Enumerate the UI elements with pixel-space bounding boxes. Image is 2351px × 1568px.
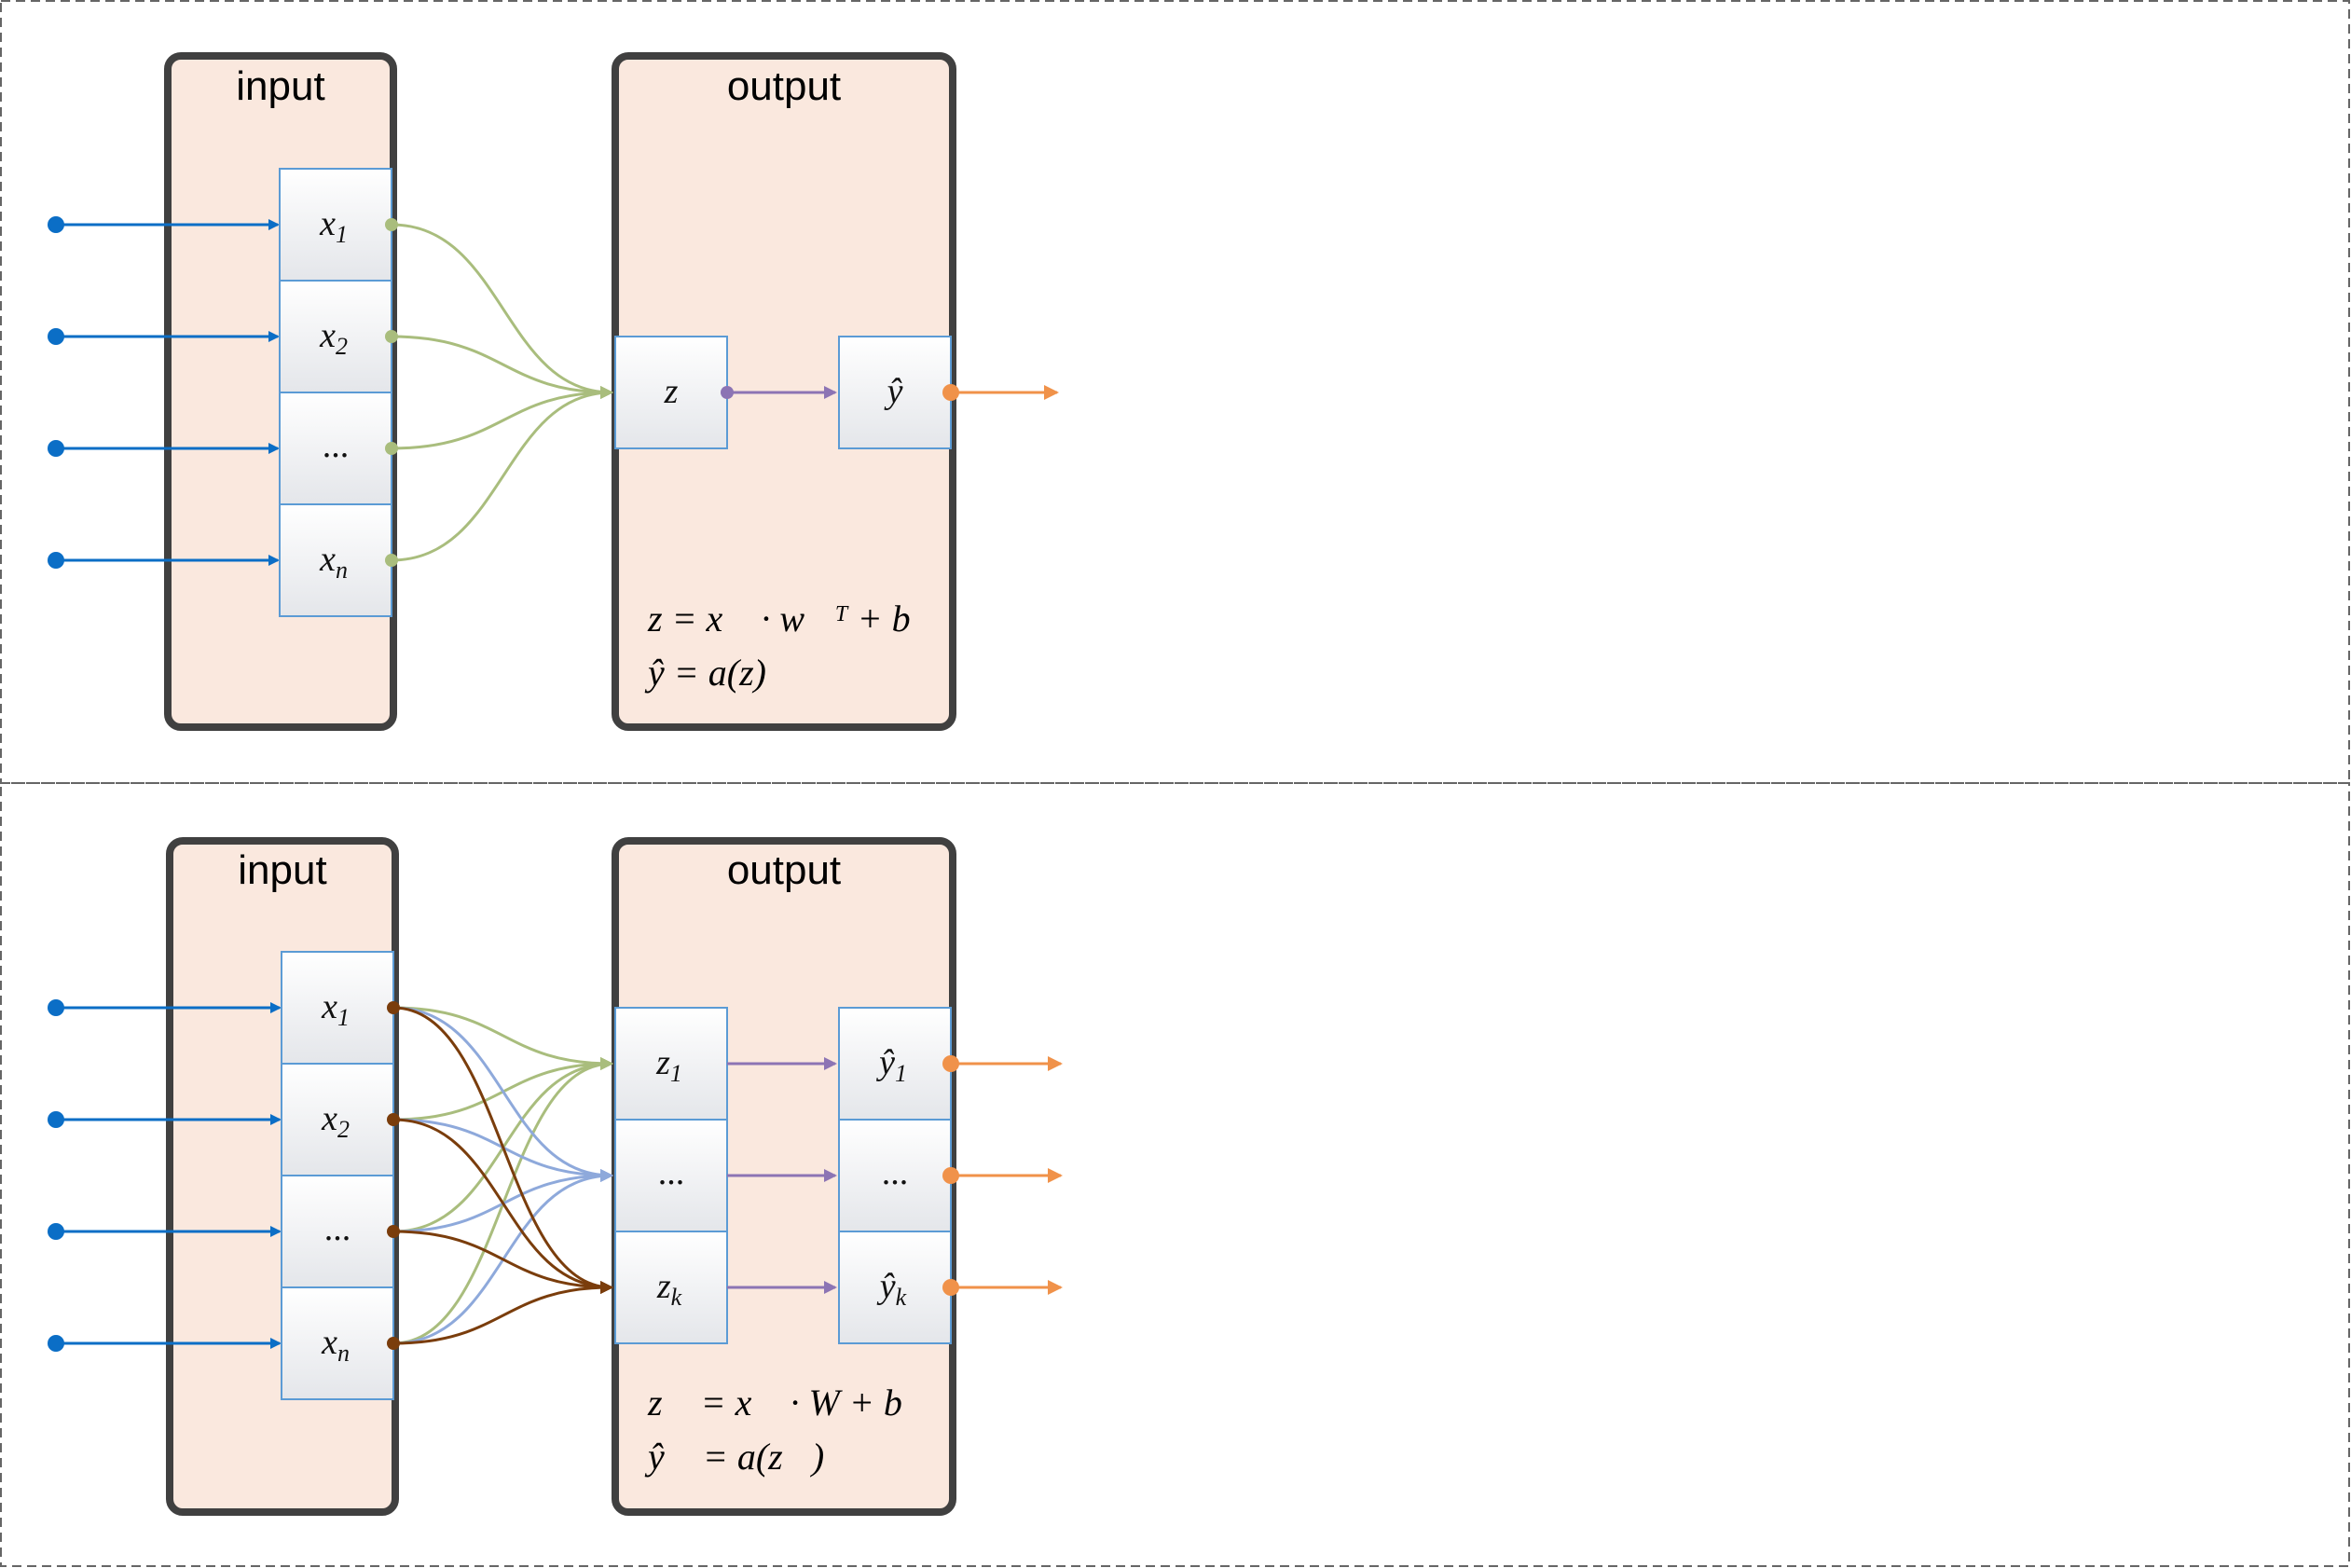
bottom-input-x2: x2 bbox=[321, 1099, 350, 1143]
bottom-input-xn: xn bbox=[321, 1323, 350, 1367]
top-y-label: ŷ bbox=[884, 372, 903, 411]
bottom-yk-label: ŷk bbox=[876, 1267, 907, 1311]
top-input-cells: x1 x2 ... xn bbox=[279, 168, 392, 617]
top-diagram: input output x1 x2 ... xn bbox=[48, 52, 1059, 731]
bottom-output-arrows bbox=[942, 1055, 1063, 1296]
bottom-weight-connections-brown bbox=[392, 1006, 613, 1345]
top-equation-2: ŷ = a(z) bbox=[644, 652, 766, 694]
bottom-section-frame bbox=[0, 782, 2350, 1567]
bottom-y-cells: ŷ1 ... ŷk bbox=[838, 1007, 952, 1344]
bottom-input-ellipsis: ... bbox=[324, 1209, 351, 1248]
top-input-x2: x2 bbox=[319, 316, 348, 360]
bottom-zk-label: zk bbox=[656, 1267, 682, 1311]
bottom-activation-arrows bbox=[727, 1057, 837, 1294]
top-activation-arrow bbox=[721, 386, 837, 399]
top-input-arrows bbox=[48, 216, 280, 569]
bottom-z-cells: z1 ... zk bbox=[614, 1007, 728, 1344]
top-equation-1: z = x⃗ · w⃗ᵀ + b bbox=[647, 598, 911, 640]
bottom-z-ellipsis: ... bbox=[658, 1153, 685, 1192]
bottom-equation-1: z⃗ = x⃗ · W + b⃗ bbox=[647, 1382, 931, 1424]
top-output-arrow bbox=[942, 384, 1059, 401]
bottom-input-arrows bbox=[48, 999, 282, 1352]
bottom-output-title: output bbox=[727, 847, 841, 893]
bottom-weight-connections-green bbox=[392, 1006, 613, 1345]
bottom-diagram: input output x1 x2 ... xn bbox=[48, 837, 1063, 1516]
top-input-title: input bbox=[236, 63, 324, 109]
top-section-frame bbox=[0, 0, 2350, 784]
top-output-title: output bbox=[727, 63, 841, 109]
bottom-connection-dots bbox=[387, 1001, 400, 1350]
top-weight-connections bbox=[385, 218, 613, 567]
bottom-input-title: input bbox=[238, 847, 326, 893]
top-z-label: z bbox=[664, 372, 679, 411]
top-input-ellipsis: ... bbox=[323, 426, 350, 465]
bottom-input-x1: x1 bbox=[321, 987, 350, 1031]
bottom-input-cells: x1 x2 ... xn bbox=[281, 951, 394, 1400]
bottom-weight-connections-blue bbox=[392, 1006, 613, 1345]
bottom-equation-2: ŷ⃗ = a(z⃗) bbox=[644, 1436, 824, 1478]
bottom-z1-label: z1 bbox=[655, 1043, 682, 1087]
bottom-y-ellipsis: ... bbox=[882, 1153, 909, 1192]
bottom-y1-label: ŷ1 bbox=[875, 1043, 907, 1087]
top-y-cell bbox=[838, 336, 952, 449]
top-input-x1: x1 bbox=[319, 204, 348, 248]
top-input-xn: xn bbox=[319, 540, 348, 584]
top-z-cell bbox=[614, 336, 728, 449]
